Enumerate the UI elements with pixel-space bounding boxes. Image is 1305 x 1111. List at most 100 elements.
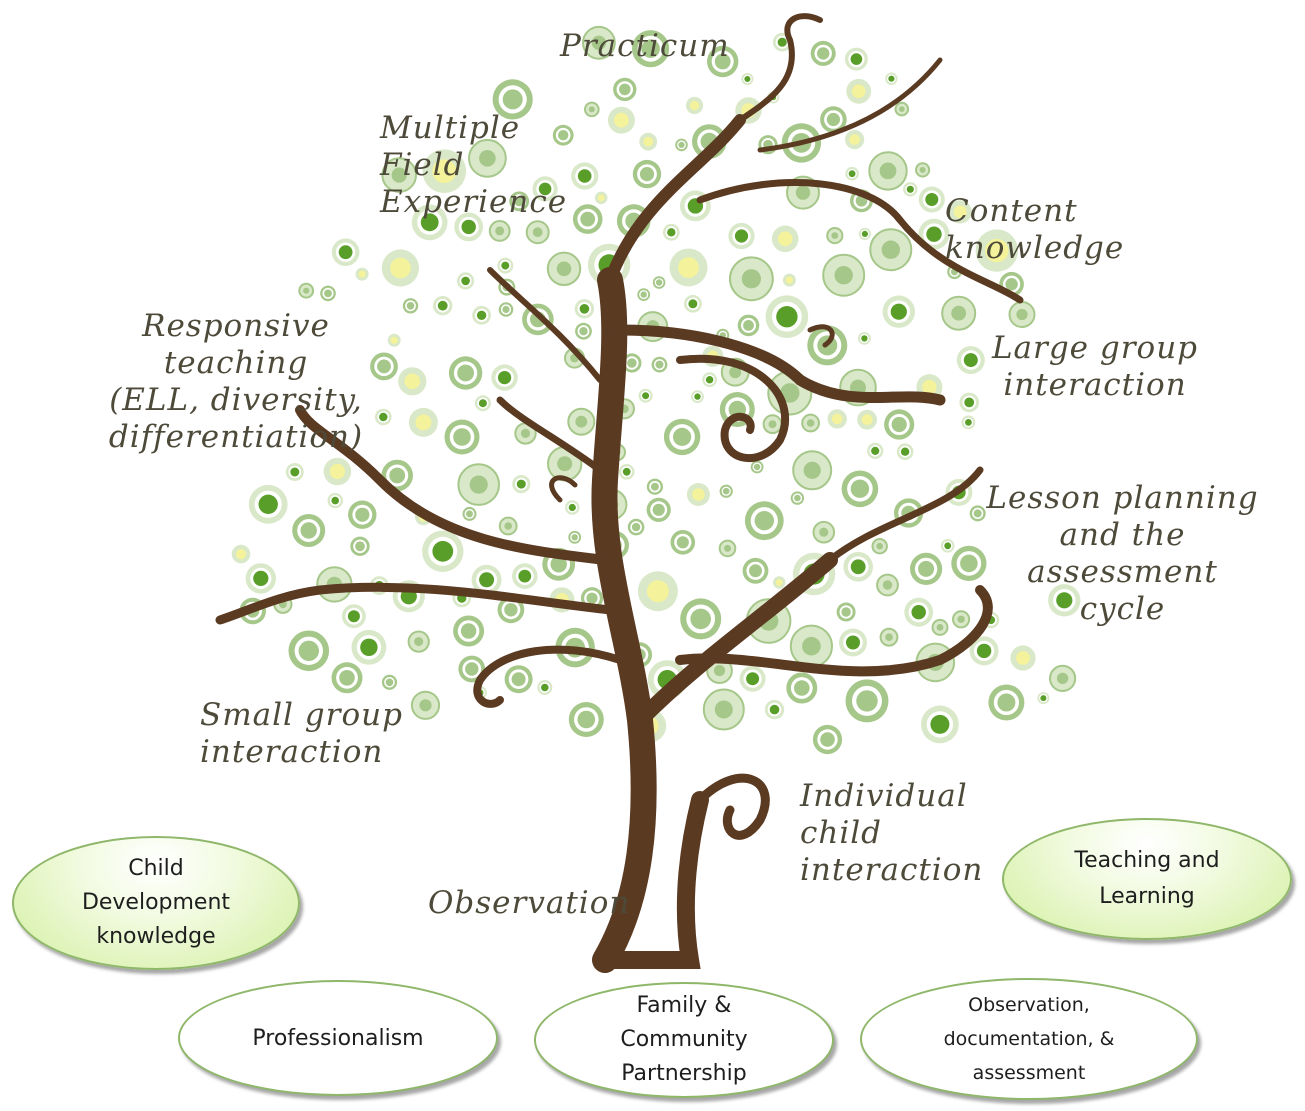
leaf-circle [655,279,663,286]
leaf-circle [734,229,749,243]
leaf-circle [906,185,914,193]
leaf-circle [871,446,880,455]
leaf-circle [722,487,730,495]
leaf-circle [377,359,391,374]
leaf-circle [1056,672,1069,685]
leaf-circle [331,496,340,505]
leaf-circle [820,732,835,747]
leaf-circle [891,416,907,433]
leaf-circle [298,640,319,661]
leaf-circle [646,580,669,603]
leaf-circle [714,53,731,70]
leaf-circle [775,579,783,586]
leaf-circle [619,83,631,96]
leaf-circle [676,536,689,549]
leaf-circle [885,633,893,641]
leaf-circle [754,511,774,531]
leaf-circle [846,635,860,650]
leaf-circle [504,522,512,530]
leaf-circle [794,680,810,696]
leaf-circle [861,335,868,342]
leaf-circle [355,541,365,552]
leaf-circle [741,269,762,289]
leaf-circle [881,240,900,259]
tree-trunk [215,13,1024,973]
leaf-circle [541,683,549,692]
label-individual-child-interaction: Individual child interaction [800,778,984,888]
leaf-circle [404,373,421,390]
oval-child-development-text: Child Development knowledge [81,856,231,949]
leaf-circle [419,699,432,712]
leaf-circle [879,162,897,180]
leaf-circle [769,704,780,715]
leaf-circle [557,456,573,472]
leaf-circle [290,467,300,477]
leaf-circle [919,166,926,173]
leaf-circle [538,182,552,196]
leaf-circle [1005,278,1018,291]
leaf-circle [890,303,907,320]
leaf-circle [1040,695,1047,702]
leaf-circle [817,47,830,60]
leaf-circle [856,690,878,712]
leaf-circle [655,360,664,369]
label-large-group-interaction: Large group interaction [991,330,1199,403]
leaf-circle [746,672,760,686]
oval-teaching-learning: Teaching and Learning [1002,818,1292,940]
leaf-circle [469,475,488,494]
label-content-knowledge: Content knowledge [945,193,1125,266]
leaf-circle [650,482,659,491]
leaf-circle [729,366,742,379]
leaf-circle [514,196,525,207]
leaf-circle [502,305,510,314]
leaf-circle [688,299,698,309]
leaf-circle [478,399,487,408]
leaf-circle [850,479,870,498]
leaf-circle [504,603,518,617]
leaf-circle [963,353,978,368]
leaf-circle [385,678,394,687]
leaf-circle [831,232,839,240]
label-lesson-planning: Lesson planning and the assessment cycle [986,480,1259,627]
leaf-circle [850,559,866,575]
leaf-circle [819,527,829,537]
leaf-circle [714,700,733,719]
leaf-circle [575,415,588,428]
leaf-circle [831,413,843,425]
label-multiple-field-experience: Multiple Field Experience [380,110,568,220]
leaf-circle [406,302,415,310]
leaf-circle [849,134,860,145]
oval-observation-documentation: Observation, documentation, & assessment [860,978,1198,1100]
leaf-circle [597,194,605,202]
leaf-circle [300,522,317,539]
leaf-circle [925,193,939,206]
leaf-circle [339,670,355,686]
leaf-circle [390,336,398,344]
leaf-circle [338,245,353,260]
oval-family-community: Family & Community Partnership [534,982,834,1098]
leaf-circle [964,397,975,408]
leaf-circle [461,276,470,286]
leaf-circle [976,643,992,659]
leaf-circle [329,463,345,480]
leaf-circle [579,304,590,314]
leaf-circle [794,494,801,502]
leaf-circle [476,310,487,320]
label-observation: Observation [428,885,631,921]
leaf-circle [888,75,895,82]
leaf-circle [705,376,714,384]
leaf-circle [479,150,496,167]
leaf-circle [432,540,454,562]
leaf-circle [437,300,448,311]
leaf-circle [911,605,926,620]
leaf-circle [466,510,473,518]
leaf-circle [347,610,360,623]
leaf-circle [753,463,761,471]
leaf-circle [926,226,942,242]
leaf-circle [389,467,406,484]
leaf-circle [673,427,692,446]
leaf-circle [577,710,596,729]
leaf-circle [777,37,787,47]
leaf-circle [577,169,592,183]
oval-child-development: Child Development knowledge [12,836,300,970]
